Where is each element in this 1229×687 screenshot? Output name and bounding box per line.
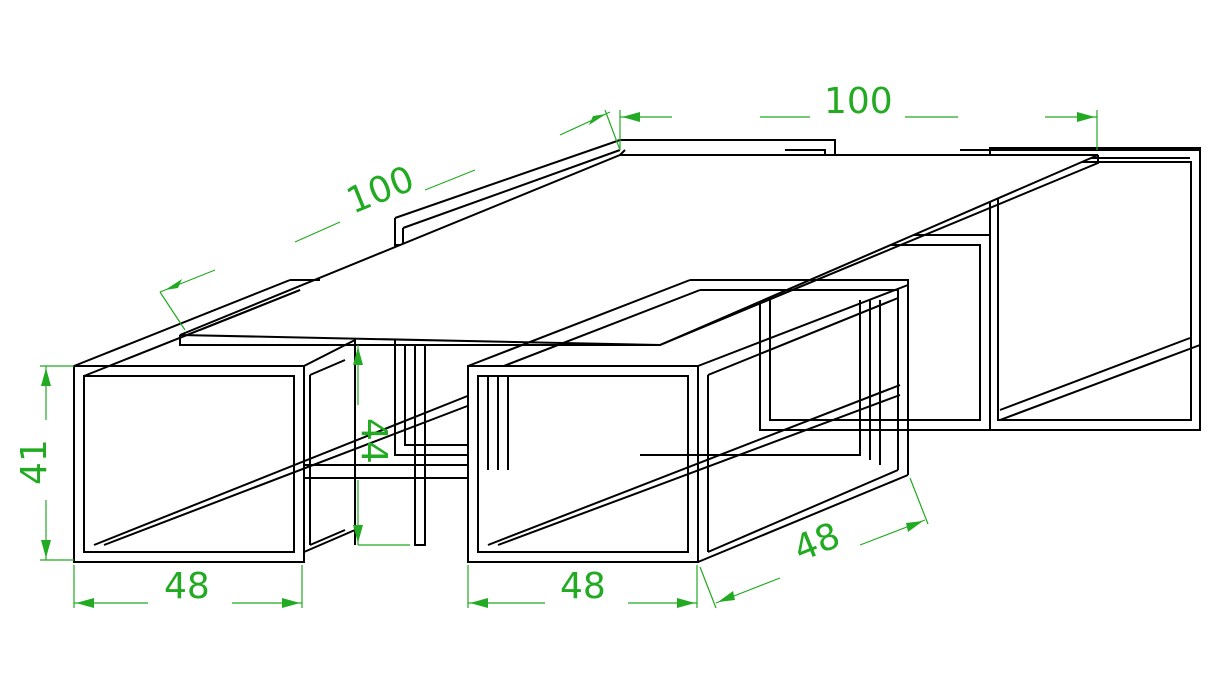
dimension-front-width-right: 48 [467,565,698,608]
dimension-side-depth: 48 [699,477,929,609]
dim-text-side-depth: 48 [788,515,846,570]
dimension-frame-height: 41 [14,365,74,561]
dim-text-front-width-left: 48 [164,566,210,607]
front-left-frame [73,279,640,563]
dimension-front-width-left: 48 [73,565,303,608]
table-top [179,149,1099,347]
dimension-top-width-right: 100 [619,81,1098,150]
dim-text-front-width-right: 48 [560,566,606,607]
dim-text-top-width-right: 100 [824,81,893,122]
dimension-table-height: 44 [353,345,410,546]
dim-text-table-height: 44 [353,418,394,464]
front-right-frame [467,279,909,563]
dim-text-frame-height: 41 [14,439,55,485]
back-left-frame [394,139,836,546]
